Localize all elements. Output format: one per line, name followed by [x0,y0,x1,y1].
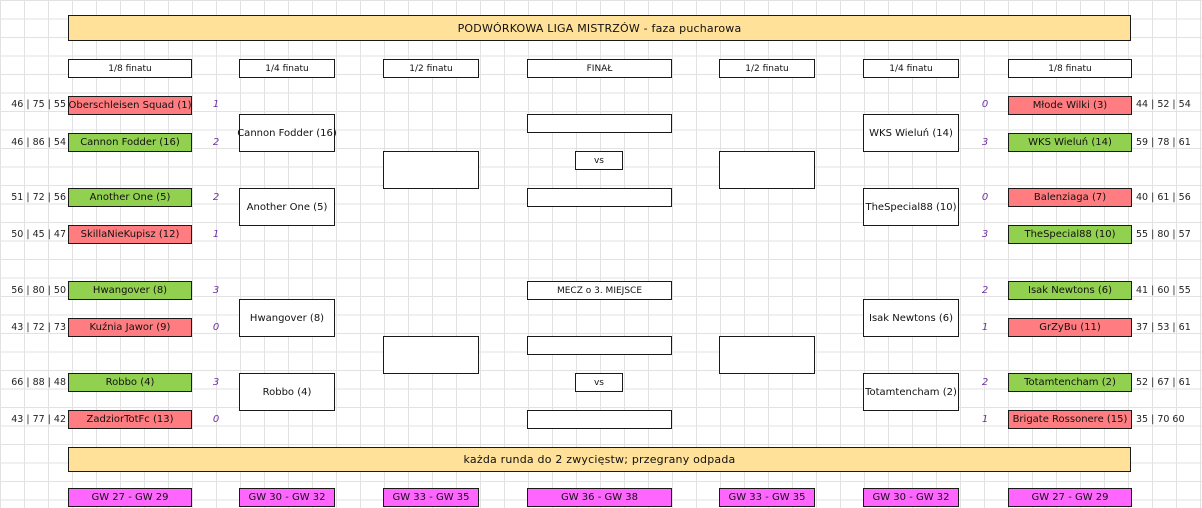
sf-left-slot [383,151,479,189]
team-stats: 37 | 53 | 61 [1136,322,1191,333]
series-score: 3 [981,229,989,240]
series-score: 0 [212,414,220,425]
qf-right-box: Isak Newtons (6) [863,299,959,337]
series-score: 2 [212,137,220,148]
series-score: 1 [212,99,220,110]
sf-right-slot [719,336,815,374]
qf-left-box: Another One (5) [239,188,335,226]
team-box: TheSpecial88 (10) [1008,225,1132,244]
series-score: 2 [981,377,989,388]
series-score: 0 [981,192,989,203]
series-score: 1 [981,322,989,333]
header-final: FINAŁ [527,59,672,78]
final-vs-label: vs [575,151,623,170]
third-place-team-slot-bottom [527,410,672,429]
gameweek-qf-left: GW 30 - GW 32 [239,488,335,507]
sf-left-slot [383,336,479,374]
team-stats: 55 | 80 | 57 [1136,229,1191,240]
sf-right-slot [719,151,815,189]
team-stats: 46 | 75 | 55 [11,99,66,110]
series-score: 2 [212,192,220,203]
gameweek-qf-right: GW 30 - GW 32 [863,488,959,507]
header-qf-right: 1/4 finatu [863,59,959,78]
gameweek-final: GW 36 - GW 38 [527,488,672,507]
qf-right-box: TheSpecial88 (10) [863,188,959,226]
gameweek-sf-left: GW 33 - GW 35 [383,488,479,507]
team-stats: 52 | 67 | 61 [1136,377,1191,388]
team-stats: 51 | 72 | 56 [11,192,66,203]
header-r16-right: 1/8 finatu [1008,59,1132,78]
team-box: Brigate Rossonere (15) [1008,410,1132,429]
team-box: Another One (5) [68,188,192,207]
third-place-vs-label: vs [575,373,623,392]
qf-left-box: Cannon Fodder (16) [237,114,337,152]
team-stats: 59 | 78 | 61 [1136,137,1191,148]
team-stats: 66 | 88 | 48 [11,377,66,388]
header-qf-left: 1/4 finatu [239,59,335,78]
gameweek-sf-right: GW 33 - GW 35 [719,488,815,507]
series-score: 3 [981,137,989,148]
header-sf-right: 1/2 finatu [719,59,815,78]
team-box: ZadziorTotFc (13) [68,410,192,429]
team-box: Balenziaga (7) [1008,188,1132,207]
series-score: 3 [212,285,220,296]
team-box: Isak Newtons (6) [1008,281,1132,300]
team-box: Oberschleisen Squad (1) [68,96,192,115]
team-stats: 50 | 45 | 47 [11,229,66,240]
team-box: Robbo (4) [68,373,192,392]
series-score: 3 [212,377,220,388]
team-stats: 43 | 77 | 42 [11,414,66,425]
team-stats: 56 | 80 | 50 [11,285,66,296]
qf-left-box: Robbo (4) [239,373,335,411]
team-box: Totamtencham (2) [1008,373,1132,392]
team-stats: 41 | 60 | 55 [1136,285,1191,296]
team-stats: 35 | 70 60 [1136,414,1185,425]
header-r16-left: 1/8 finatu [68,59,192,78]
team-stats: 43 | 72 | 73 [11,322,66,333]
team-box: WKS Wieluń (14) [1008,133,1132,152]
rule-banner: każda runda do 2 zwycięstw; przegrany od… [68,447,1131,472]
series-score: 2 [981,285,989,296]
header-sf-left: 1/2 finatu [383,59,479,78]
series-score: 0 [212,322,220,333]
team-stats: 44 | 52 | 54 [1136,99,1191,110]
final-team-slot-bottom [527,188,672,207]
final-team-slot-top [527,114,672,133]
qf-right-box: WKS Wieluń (14) [863,114,959,152]
series-score: 0 [981,99,989,110]
team-box: Hwangover (8) [68,281,192,300]
team-box: Cannon Fodder (16) [68,133,192,152]
team-stats: 46 | 86 | 54 [11,137,66,148]
qf-right-box: Totamtencham (2) [863,373,959,411]
team-box: GrZyBu (11) [1008,318,1132,337]
team-stats: 40 | 61 | 56 [1136,192,1191,203]
third-place-team-slot-top [527,336,672,355]
qf-left-box: Hwangover (8) [239,299,335,337]
series-score: 1 [981,414,989,425]
title-banner: PODWÓRKOWA LIGA MISTRZÓW - faza pucharow… [68,15,1131,41]
gameweek-r16-left: GW 27 - GW 29 [68,488,192,507]
third-place-label: MECZ o 3. MIEJSCE [527,281,672,300]
team-box: Kuźnia Jawor (9) [68,318,192,337]
team-box: SkillaNieKupisz (12) [68,225,192,244]
series-score: 1 [212,229,220,240]
gameweek-r16-right: GW 27 - GW 29 [1008,488,1132,507]
team-box: Młode Wilki (3) [1008,96,1132,115]
